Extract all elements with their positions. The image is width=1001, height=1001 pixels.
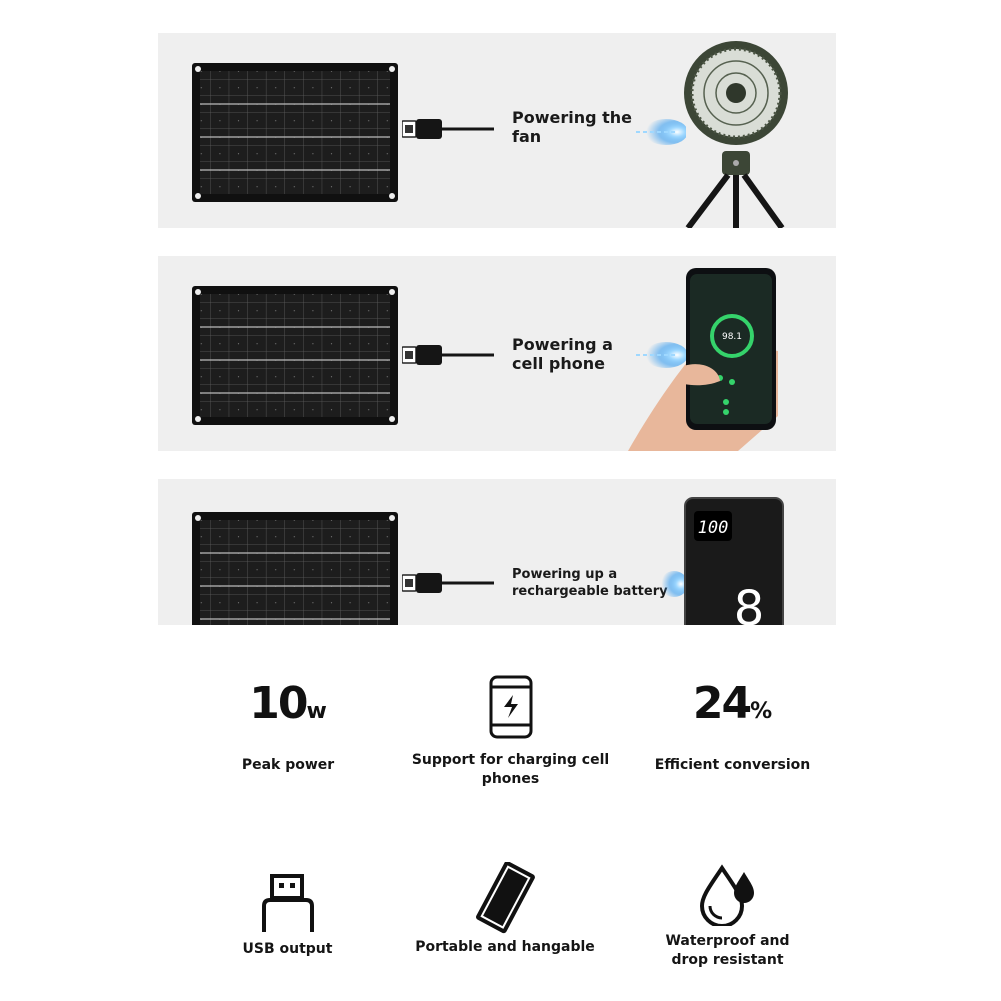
feature-label: Support for charging cell phones xyxy=(411,752,610,787)
power-bank-digit-text: 8 xyxy=(734,581,765,625)
solar-panel-image xyxy=(192,286,398,425)
fan-demo-panel: Powering the fan xyxy=(158,33,836,228)
feature-label: Peak power xyxy=(241,757,335,773)
feature-peak-power: 10w Peak power xyxy=(213,682,363,775)
feature-waterproof: Waterproof and drop resistant xyxy=(655,862,800,970)
panel-caption: Powering the fan xyxy=(512,108,633,146)
feature-portable: Portable and hangable xyxy=(405,861,605,957)
fan-image xyxy=(684,41,788,228)
charging-glow-icon xyxy=(636,342,686,368)
feature-label: Waterproof and drop resistant xyxy=(665,933,790,968)
water-drops-icon xyxy=(699,864,754,928)
feature-label: USB output xyxy=(242,941,333,957)
peak-power-value: 10w xyxy=(249,678,327,729)
feature-label: Portable and hangable xyxy=(415,939,595,955)
charging-glow-icon xyxy=(660,571,688,597)
feature-charging: Support for charging cell phones xyxy=(388,675,633,789)
feature-usb: USB output xyxy=(225,872,350,959)
phone-demo-panel: Powering a cell phone 98.1 xyxy=(158,256,836,451)
phone-battery-text: 98.1 xyxy=(722,332,742,342)
feature-label: Efficient conversion xyxy=(654,757,811,773)
phone-in-hand-image: 98.1 xyxy=(628,268,778,451)
solar-panel-image xyxy=(192,512,398,625)
usb-cable-image xyxy=(402,573,494,593)
usb-icon xyxy=(261,874,314,932)
phone-charging-icon xyxy=(489,675,532,739)
panel-caption: Powering a cell phone xyxy=(512,335,613,373)
usb-cable-image xyxy=(402,119,494,139)
battery-demo-panel: Powering up a rechargeable battery 100 8 xyxy=(158,479,836,625)
feature-efficiency: 24% Efficient conversion xyxy=(650,682,815,775)
charging-glow-icon xyxy=(636,119,686,145)
efficiency-value: 24% xyxy=(692,678,773,729)
solar-panel-icon xyxy=(476,861,535,934)
solar-panel-image xyxy=(192,63,398,202)
usb-cable-image xyxy=(402,345,494,365)
panel-caption: Powering up a rechargeable battery xyxy=(512,567,668,599)
power-bank-image: 100 8 xyxy=(684,497,784,625)
power-bank-display-text: 100 xyxy=(698,518,729,538)
